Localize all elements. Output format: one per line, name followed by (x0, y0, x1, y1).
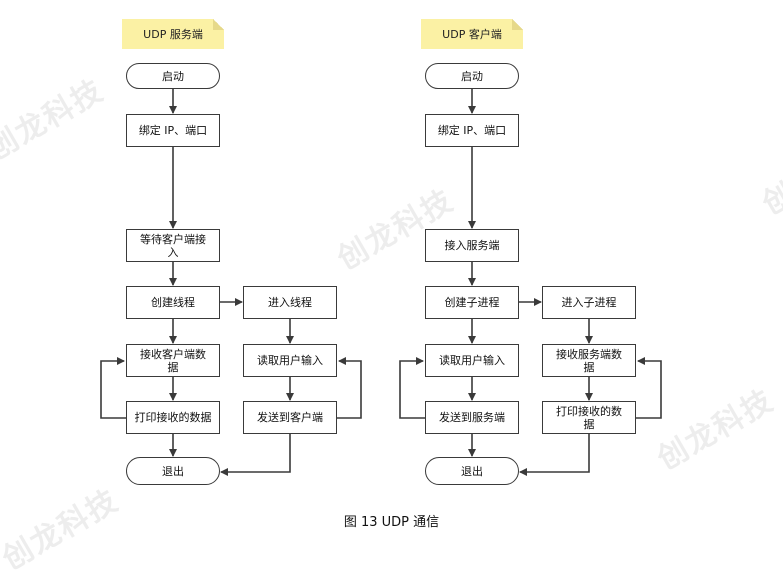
arrow-print-to-exit (519, 434, 590, 476)
client-send-node: 发送到服务端 (425, 401, 519, 434)
client-connect-node: 接入服务端 (425, 229, 519, 262)
server-enter-thread-node: 进入线程 (243, 286, 337, 319)
loop-send-to-read (337, 357, 362, 419)
server-read-input-node: 读取用户输入 (243, 344, 337, 377)
node-label: 打印接收的数据 (556, 404, 622, 431)
server-exit-node: 退出 (126, 457, 220, 485)
node-label: 接入服务端 (444, 239, 500, 252)
node-label: 绑定 IP、端口 (138, 124, 208, 137)
node-label: 发送到服务端 (439, 411, 505, 424)
client-bind-node: 绑定 IP、端口 (425, 114, 519, 147)
node-label: 绑定 IP、端口 (437, 124, 507, 137)
node-label: 接收客户端数据 (140, 347, 206, 374)
udp-flowchart-canvas: 创龙科技 创龙科技 创龙科技 创龙科技 创龙科技 (0, 19, 783, 577)
node-label: 启动 (461, 69, 483, 83)
client-recv-node: 接收服务端数据 (542, 344, 636, 377)
loop-print-to-recv (636, 357, 662, 419)
node-label: 进入线程 (268, 296, 312, 309)
client-print-node: 打印接收的数据 (542, 401, 636, 434)
server-title: UDP 服务端 (143, 28, 203, 41)
server-print-node: 打印接收的数据 (126, 401, 220, 434)
node-label: 读取用户输入 (439, 354, 505, 367)
server-recv-node: 接收客户端数据 (126, 344, 220, 377)
node-label: 启动 (162, 69, 184, 83)
client-read-input-node: 读取用户输入 (425, 344, 519, 377)
server-wait-node: 等待客户端接入 (126, 229, 220, 262)
node-label: 接收服务端数据 (556, 347, 622, 374)
figure-caption: 图 13 UDP 通信 (343, 515, 440, 530)
client-start-node: 启动 (425, 63, 519, 89)
node-label: 等待客户端接入 (140, 232, 206, 259)
loop-send-to-read (399, 357, 426, 419)
node-label: 创建线程 (151, 296, 195, 309)
server-title-note: UDP 服务端 (122, 19, 224, 49)
loop-print-to-recv (100, 357, 126, 419)
node-label: 打印接收的数据 (134, 411, 212, 424)
server-bind-node: 绑定 IP、端口 (126, 114, 220, 147)
node-label: 进入子进程 (561, 296, 617, 309)
client-create-process-node: 创建子进程 (425, 286, 519, 319)
note-fold-corner (512, 19, 523, 30)
client-title-note: UDP 客户端 (421, 19, 523, 49)
node-label: 退出 (461, 464, 483, 478)
node-label: 发送到客户端 (257, 411, 323, 424)
node-label: 创建子进程 (444, 296, 500, 309)
server-create-thread-node: 创建线程 (126, 286, 220, 319)
server-start-node: 启动 (126, 63, 220, 89)
connector-layer (100, 89, 662, 476)
client-exit-node: 退出 (425, 457, 519, 485)
server-send-node: 发送到客户端 (243, 401, 337, 434)
note-fold-corner (213, 19, 224, 30)
client-title: UDP 客户端 (442, 28, 502, 41)
client-enter-process-node: 进入子进程 (542, 286, 636, 319)
arrow-send-to-exit (220, 434, 291, 476)
node-label: 读取用户输入 (257, 354, 323, 367)
node-label: 退出 (162, 464, 184, 478)
